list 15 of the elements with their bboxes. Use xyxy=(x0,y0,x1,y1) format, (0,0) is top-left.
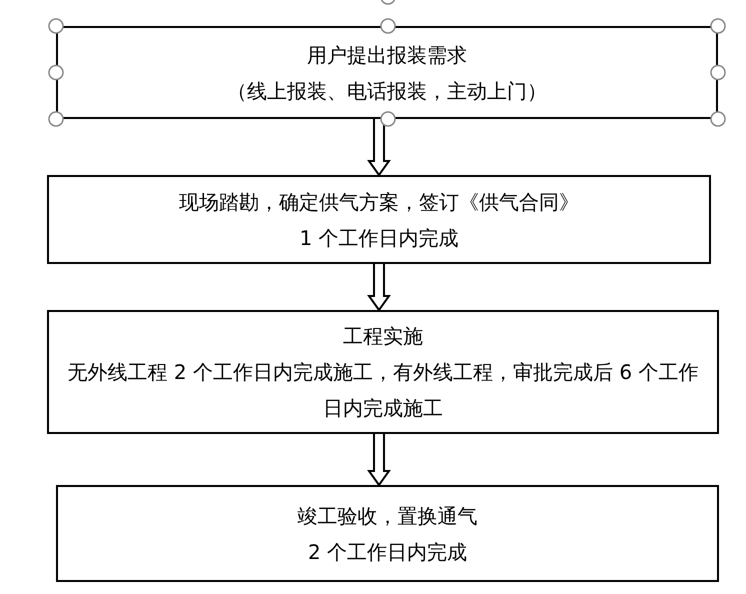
process-box xyxy=(47,175,711,264)
process-box xyxy=(47,310,719,434)
block-arrow xyxy=(367,433,391,487)
box-heading: 用户提出报装需求 xyxy=(307,42,467,68)
box-heading: 工程实施 xyxy=(343,323,423,350)
box-heading: 现场踏勘，确定供气方案，签订《供气合同》 xyxy=(179,188,579,216)
box-text: （线上报装、电话报装，主动上门） xyxy=(227,78,547,104)
box-text: 无外线工程 2 个工作日内完成施工，有外线工程，审批完成后 6 个工作日内完成施工 xyxy=(66,359,700,422)
box-heading: 竣工验收，置换通气 xyxy=(298,502,478,530)
box-text: 2 个工作日内完成 xyxy=(308,538,468,566)
block-arrow xyxy=(367,118,391,177)
block-arrow xyxy=(367,263,391,312)
process-box xyxy=(56,26,718,119)
box-text: 1 个工作日内完成 xyxy=(299,224,459,252)
process-box xyxy=(56,485,719,582)
